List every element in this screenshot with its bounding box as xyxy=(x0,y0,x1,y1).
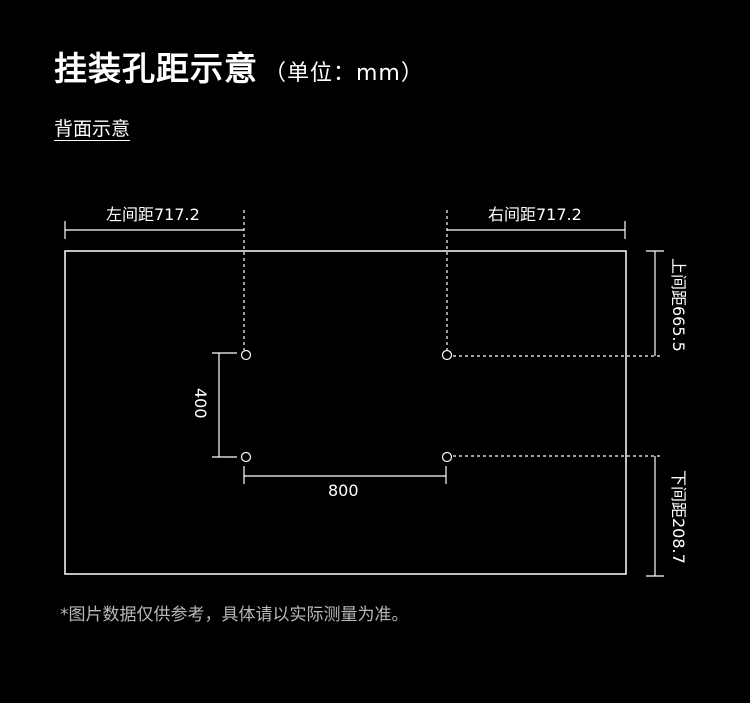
right-spacing-label: 右间距717.2 xyxy=(488,205,582,224)
title-text: 挂装孔距示意 xyxy=(54,49,258,88)
mount-hole-top-left xyxy=(240,349,252,361)
mount-hole-bottom-right xyxy=(441,451,453,463)
left-spacing-label: 左间距717.2 xyxy=(106,205,200,224)
view-subtitle: 背面示意 xyxy=(54,118,131,140)
mount-hole-bottom-left xyxy=(240,451,252,463)
mount-hole-top-right xyxy=(441,349,453,361)
top-spacing-label: 上间距665.5 xyxy=(669,258,688,352)
page-title: 挂装孔距示意（单位：mm） xyxy=(54,42,424,90)
hole-vertical-label: 400 xyxy=(191,388,210,419)
hole-horizontal-label: 800 xyxy=(328,481,359,500)
bottom-spacing-label: 下间距208.7 xyxy=(669,470,688,564)
disclaimer-note: *图片数据仅供参考，具体请以实际测量为准。 xyxy=(60,605,409,625)
title-unit: （单位：mm） xyxy=(264,61,424,86)
panel-outline xyxy=(64,250,627,575)
